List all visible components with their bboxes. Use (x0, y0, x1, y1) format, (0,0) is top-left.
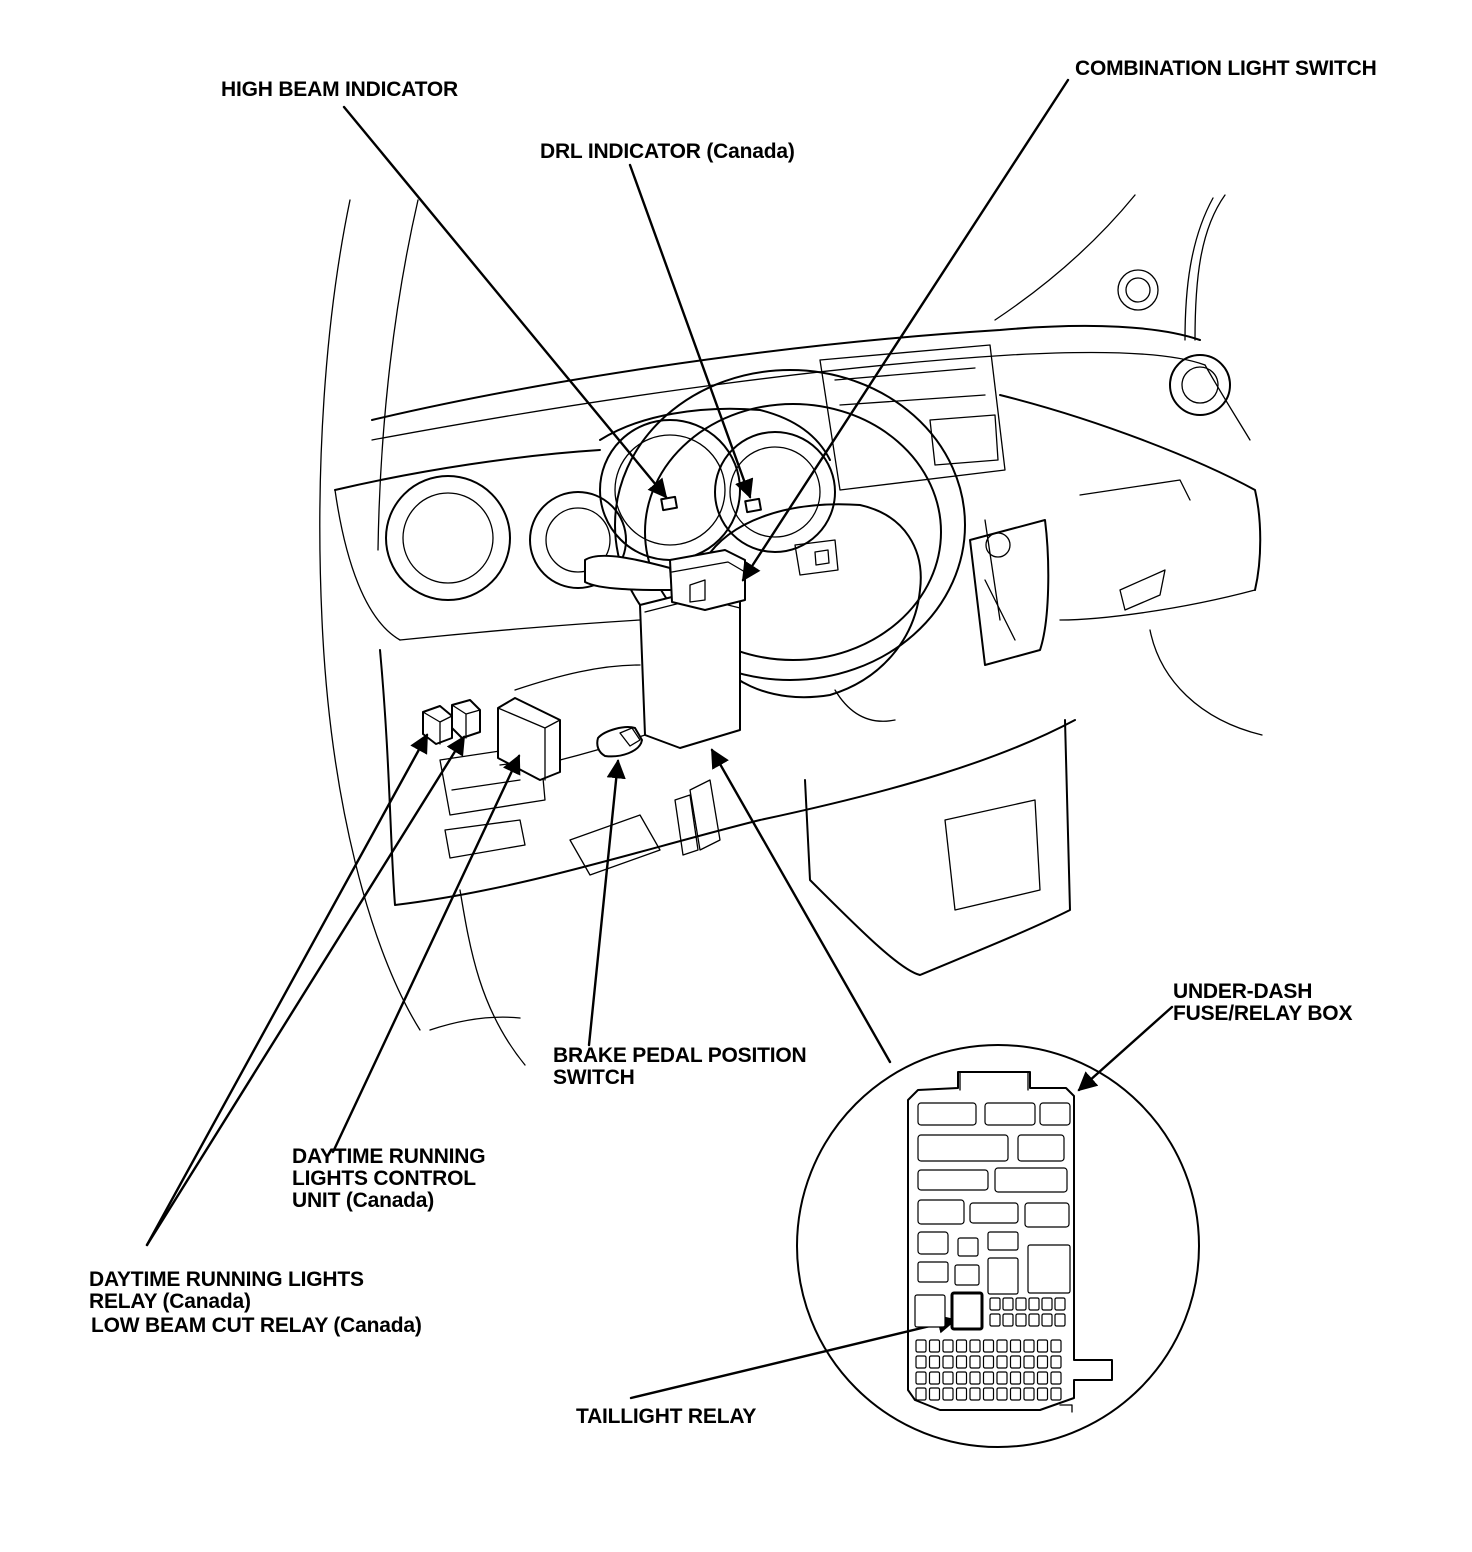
fuse-slot (1009, 1339, 1022, 1353)
fuse-slot (1050, 1387, 1062, 1401)
fuse-slot (989, 1313, 1001, 1327)
fuse-slot (1028, 1313, 1040, 1327)
label-drl-relay: DAYTIME RUNNING LIGHTS RELAY (Canada) (89, 1269, 364, 1313)
leader-lines (145, 78, 1174, 1400)
label-drl-control-line2: LIGHTS CONTROL (292, 1167, 476, 1190)
fuse-slot (955, 1355, 968, 1369)
fuse-slot (1050, 1371, 1062, 1385)
fuse-box-magnifier (796, 1044, 1200, 1448)
label-combination-light-switch: COMBINATION LIGHT SWITCH (1075, 57, 1377, 80)
fuse-slot (969, 1371, 981, 1385)
label-drl-relay-line1: DAYTIME RUNNING LIGHTS (89, 1268, 364, 1291)
fuse-slot (996, 1387, 1008, 1401)
fuse-slot (969, 1339, 981, 1353)
fuse-slot (942, 1371, 954, 1385)
fuse-slot (1015, 1297, 1027, 1311)
fuse-slot (969, 1355, 981, 1369)
label-drl-control-unit: DAYTIME RUNNING LIGHTS CONTROL UNIT (Can… (292, 1145, 486, 1212)
fuse-slot (1036, 1355, 1049, 1369)
fuse-slot (915, 1355, 927, 1369)
fuse-slot (1009, 1371, 1022, 1385)
fuse-slot (996, 1371, 1008, 1385)
fuse-slot (942, 1355, 954, 1369)
fuse-slot (942, 1387, 954, 1401)
label-brake-line2: SWITCH (553, 1066, 635, 1089)
fuse-slot (928, 1371, 941, 1385)
label-drl-relay-line2: RELAY (Canada) (89, 1290, 251, 1313)
fuse-slot (955, 1339, 968, 1353)
fuse-slot (1036, 1387, 1049, 1401)
fuse-slot (955, 1387, 968, 1401)
fuse-slot (915, 1371, 927, 1385)
fuse-slot (928, 1387, 941, 1401)
fuse-slot (996, 1339, 1008, 1353)
fuse-slot (996, 1355, 1008, 1369)
label-brake-line1: BRAKE PEDAL POSITION (553, 1044, 807, 1067)
fuse-slot (1023, 1339, 1035, 1353)
fuse-slot (1028, 1297, 1040, 1311)
fuse-slot (1054, 1297, 1066, 1311)
label-low-beam-cut-relay: LOW BEAM CUT RELAY (Canada) (91, 1314, 422, 1337)
fuse-slot (1002, 1297, 1014, 1311)
fuse-slot (1050, 1339, 1062, 1353)
fuse-slot (982, 1371, 995, 1385)
label-under-dash-line1: UNDER-DASH (1173, 980, 1313, 1003)
fuse-slot (1054, 1313, 1066, 1327)
fuse-slot (1015, 1313, 1027, 1327)
label-under-dash-line2: FUSE/RELAY BOX (1173, 1002, 1353, 1025)
fuse-slot (982, 1355, 995, 1369)
fuse-slot (1041, 1297, 1053, 1311)
fuse-slot (1009, 1387, 1022, 1401)
fuse-slot (1050, 1355, 1062, 1369)
label-high-beam-indicator: HIGH BEAM INDICATOR (221, 78, 458, 101)
fuse-slot (1023, 1371, 1035, 1385)
label-under-dash-fuse-relay-box: UNDER-DASH FUSE/RELAY BOX (1173, 981, 1352, 1025)
label-drl-control-line1: DAYTIME RUNNING (292, 1145, 486, 1168)
fuse-slot (1023, 1355, 1035, 1369)
fuse-slot (982, 1387, 995, 1401)
fuse-slot (1041, 1313, 1053, 1327)
fuse-slot (915, 1339, 927, 1353)
fuse-slot (942, 1339, 954, 1353)
fuse-slot (928, 1355, 941, 1369)
fuse-slot (1023, 1387, 1035, 1401)
interior-line-art (319, 194, 1263, 1066)
label-taillight-relay: TAILLIGHT RELAY (576, 1405, 757, 1428)
label-brake-pedal-position-switch: BRAKE PEDAL POSITION SWITCH (553, 1044, 807, 1089)
label-drl-control-line3: UNIT (Canada) (292, 1189, 435, 1212)
label-drl-indicator: DRL INDICATOR (Canada) (540, 140, 795, 163)
fuse-slot (969, 1387, 981, 1401)
fuse-slot (1009, 1355, 1022, 1369)
fuse-slot (1036, 1371, 1049, 1385)
fuse-slot (1002, 1313, 1014, 1327)
fuse-slot (989, 1297, 1001, 1311)
fuse-grid (915, 1297, 1066, 1401)
fuse-slot (982, 1339, 995, 1353)
fuse-slot (928, 1339, 941, 1353)
fuse-slot (915, 1387, 927, 1401)
fuse-slot (955, 1371, 968, 1385)
fuse-slot (1036, 1339, 1049, 1353)
